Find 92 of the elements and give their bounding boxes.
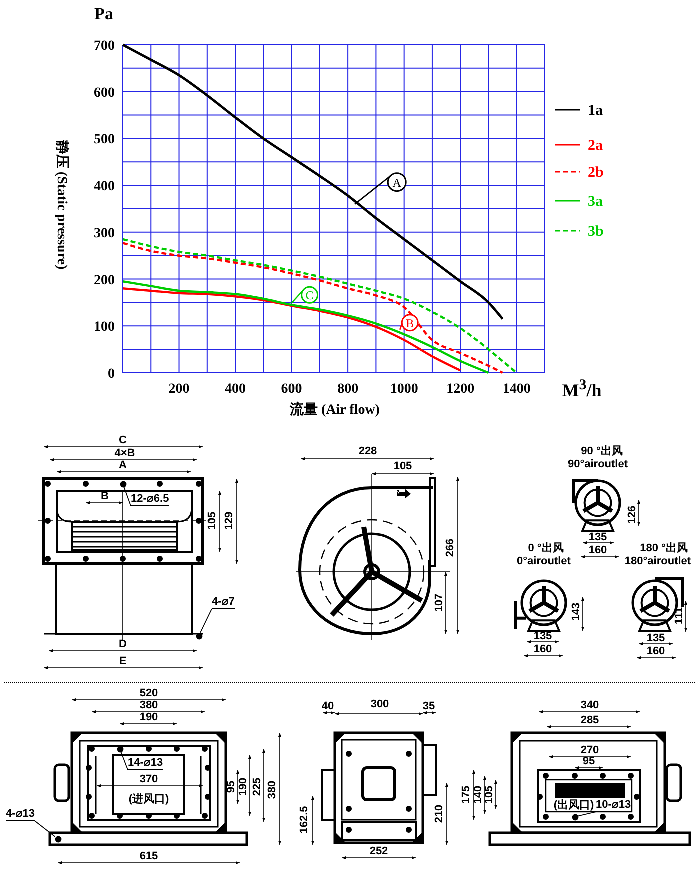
tick-label: 800: [338, 382, 359, 397]
mounting-hole: [54, 836, 62, 842]
dimension-text: 35: [422, 702, 436, 712]
tick-label: 1400: [502, 382, 531, 397]
dimension-text: 105: [208, 512, 218, 530]
tick-label: 100: [94, 320, 115, 336]
dimension-text: 107: [434, 594, 446, 612]
dimension-text: 160: [588, 546, 608, 556]
tick-label: 400: [94, 180, 115, 195]
dimension-text: 370: [140, 774, 158, 786]
dimension-text: 129: [224, 512, 236, 530]
dimension-text: 252: [370, 846, 388, 858]
callout-label: 4-⌀7: [212, 596, 235, 610]
dimension-text: 175: [462, 786, 472, 804]
annotation-text: 0°airoutlet: [517, 556, 571, 568]
dimension-text: 340: [580, 700, 600, 712]
dimension-text: E: [119, 656, 127, 668]
dimension-text: 266: [446, 538, 456, 558]
mounting-hole: [116, 746, 124, 752]
callout-label: 10-⌀13: [596, 799, 632, 812]
dimension-text: 520: [140, 688, 158, 700]
dimension-text: 380: [140, 700, 158, 712]
dimension-text: 228: [358, 446, 378, 458]
axis-title: 静压 (Static pressure): [54, 140, 69, 270]
legend-label: 3a: [588, 194, 603, 210]
dimension-text: B: [101, 492, 109, 502]
callout-label: 12-⌀6.5: [131, 493, 170, 506]
dimension-text: 4×B: [114, 448, 136, 460]
mounting-hole: [196, 632, 202, 640]
callout-label: 14-⌀13: [128, 757, 164, 770]
dimension-text: 140: [474, 786, 484, 804]
dimension-text: 105: [394, 462, 412, 472]
leader-line: [200, 608, 212, 634]
leader-line: [578, 812, 596, 817]
annotation-text: 180 °出风: [640, 544, 688, 554]
dimension-text: 285: [580, 716, 600, 726]
dimension-text: 135: [588, 532, 608, 544]
tick-label: 600: [281, 382, 302, 397]
dimension-text: 190: [140, 712, 158, 724]
callout-label: 4-⌀13: [6, 808, 36, 822]
annotation-text: 0 °出风: [528, 544, 564, 554]
dimension-text: 135: [534, 632, 552, 642]
legend-label: 1a: [588, 103, 603, 119]
tick-label: 1000: [390, 382, 418, 397]
annotation-text: 90 °出风: [581, 446, 623, 458]
callout-letter: C: [306, 288, 314, 303]
axis-title: 流量 (Air flow): [290, 403, 380, 418]
dimension-text: 300: [370, 700, 390, 710]
annotation-text: 90°airoutlet: [568, 460, 628, 470]
dimension-text: D: [119, 640, 127, 650]
dimension-text: C: [119, 436, 127, 446]
dimension-text: 160: [534, 644, 552, 656]
callout-letter: A: [392, 176, 402, 190]
dimension-text: 615: [140, 852, 158, 862]
dimension-text: 143: [572, 602, 582, 622]
leader-line: [34, 820, 56, 838]
annotation-text: (进风口): [128, 794, 170, 806]
tick-label: 700: [94, 39, 115, 54]
dimension-text: 40: [322, 702, 334, 712]
leader-line: [120, 752, 128, 771]
unit-label: M$^{3}$/h: [562, 378, 602, 400]
tick-label: 1200: [446, 382, 475, 397]
dimension-text: 225: [252, 778, 264, 796]
callout-letter: B: [406, 316, 414, 330]
legend-label: 2a: [588, 138, 603, 154]
dimension-text: 160: [646, 646, 666, 658]
leader-line: [124, 486, 132, 507]
dimension-text: 135: [646, 634, 666, 644]
dimension-text: 210: [434, 804, 446, 824]
tick-label: 500: [94, 132, 115, 148]
tick-label: 200: [168, 382, 190, 397]
dimension-text: 95: [582, 756, 596, 768]
dimension-text: 190: [238, 778, 250, 796]
dimension-text: 105: [484, 786, 496, 804]
legend-label: 2b: [588, 165, 604, 181]
tick-label: 600: [94, 86, 115, 101]
annotation-text: (出风口): [554, 800, 594, 812]
tick-label: 0: [108, 367, 115, 382]
tick-label: 400: [225, 382, 246, 397]
dimension-text: 95: [226, 780, 238, 794]
mounting-hole: [572, 814, 578, 820]
dimension-text: 380: [268, 780, 278, 800]
dimension-text: A: [119, 460, 127, 472]
tick-label: 300: [94, 226, 115, 242]
dimension-text: 270: [580, 746, 600, 756]
annotation-text: 180°airoutlet: [624, 556, 692, 568]
dimension-text: 162.5: [300, 806, 310, 834]
tick-label: 200: [94, 273, 115, 288]
mounting-hole: [120, 480, 126, 488]
unit-label: Pa: [94, 6, 114, 22]
dimension-text: 126: [628, 506, 638, 524]
legend-label: 3b: [588, 224, 604, 240]
